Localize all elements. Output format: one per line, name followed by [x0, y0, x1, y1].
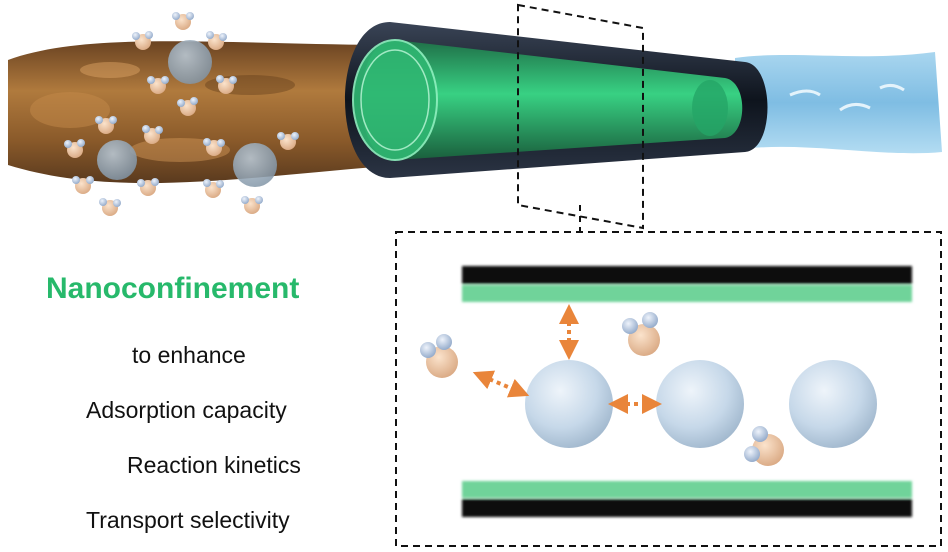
- bottom-channel-wall: [462, 481, 912, 517]
- water-molecule-icon: [137, 178, 159, 196]
- gas-sphere-icon: [97, 140, 137, 180]
- water-molecule-icon: [744, 426, 784, 466]
- outlet-water-stream: [735, 52, 942, 154]
- interaction-arrow-icon: [472, 370, 530, 398]
- nanotube: [345, 22, 768, 178]
- stream-molecules: [64, 12, 299, 216]
- gas-sphere-icon: [525, 360, 613, 448]
- caption-to-enhance: to enhance: [132, 342, 246, 368]
- water-molecule-icon: [99, 198, 121, 216]
- water-molecule-icon: [206, 31, 227, 50]
- caption-transport-selectivity: Transport selectivity: [86, 507, 290, 533]
- top-channel-wall: [462, 266, 912, 302]
- water-molecule-icon: [64, 139, 85, 158]
- nanotube-opening: [352, 39, 438, 161]
- caption-reaction-kinetics: Reaction kinetics: [127, 452, 301, 478]
- water-molecule-icon: [147, 76, 169, 94]
- water-molecule-icon: [241, 196, 263, 214]
- gas-sphere-icon: [656, 360, 744, 448]
- water-molecule-icon: [142, 125, 163, 144]
- water-molecule-icon: [95, 116, 117, 134]
- water-molecule-icon: [177, 97, 198, 116]
- nanotube-inner-wall: [361, 40, 743, 160]
- caption-adsorption-capacity: Adsorption capacity: [86, 397, 287, 423]
- headline-nanoconfinement: Nanoconfinement: [46, 272, 300, 305]
- gas-sphere-icon: [789, 360, 877, 448]
- gas-sphere-icon: [233, 143, 277, 187]
- water-molecule-icon: [203, 138, 225, 156]
- cross-section-plane: [517, 3, 644, 230]
- water-molecule-icon: [277, 132, 299, 150]
- water-molecule-icon: [203, 179, 224, 198]
- water-molecule-icon: [216, 75, 237, 94]
- water-molecule-icon: [172, 12, 194, 30]
- water-molecule-icon: [622, 312, 660, 356]
- gas-sphere-icon: [168, 40, 212, 84]
- water-molecule-icon: [132, 31, 153, 50]
- water-molecule-icon: [420, 334, 458, 378]
- water-molecule-icon: [72, 176, 94, 194]
